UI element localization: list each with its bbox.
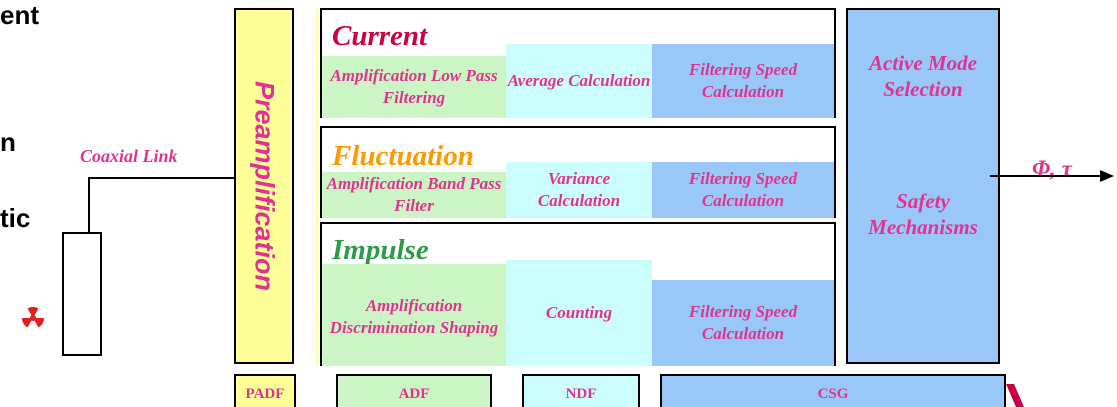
preamplification-label: Preamplification (249, 80, 280, 292)
impulse-amplification-cell: Amplification Discrimination Shaping (322, 264, 506, 366)
cutoff-text-1: ent (0, 0, 39, 30)
fluctuation-filtering-cell: Filtering Speed Calculation (652, 162, 834, 218)
fluctuation-stage: Fluctuation Amplification Band Pass Filt… (320, 126, 836, 218)
impulse-filtering-cell: Filtering Speed Calculation (652, 280, 834, 366)
radiation-icon (22, 307, 44, 328)
bottom-box-adf: ADF (336, 374, 492, 407)
coax-line-horizontal (88, 177, 234, 179)
current-title: Current (332, 20, 428, 52)
detector-box (62, 232, 102, 356)
fluctuation-title: Fluctuation (332, 140, 474, 172)
impulse-stage: Impulse Amplification Discrimination Sha… (320, 222, 836, 366)
preamp-connector (316, 8, 318, 364)
impulse-counting-cell: Counting (506, 260, 652, 366)
coaxial-link-label: Coaxial Link (80, 146, 178, 166)
coax-line-vertical (88, 177, 90, 233)
fluctuation-amplification-cell: Amplification Band Pass Filter (322, 172, 506, 218)
safety-mechanisms-label: Safety Mechanisms (868, 189, 978, 239)
bottom-box-padf: PADF (234, 374, 296, 407)
output-arrow-icon (990, 170, 1114, 182)
preamplification-block: Preamplification (234, 8, 294, 364)
fluctuation-variance-cell: Variance Calculation (506, 162, 652, 218)
current-filtering-cell: Filtering Speed Calculation (652, 44, 834, 118)
cutoff-text-3: tic (0, 203, 31, 233)
bottom-box-csg: CSG (660, 374, 1006, 407)
bottom-box-ndf: NDF (522, 374, 640, 407)
current-amplification-cell: Amplification Low Pass Filtering (322, 56, 506, 118)
active-mode-selection-label: Active Mode Selection (869, 51, 977, 101)
selection-safety-block: Active Mode Selection Safety Mechanisms (846, 8, 1000, 364)
corner-mark-icon (1006, 384, 1024, 407)
current-average-cell: Average Calculation (506, 44, 652, 118)
current-stage: Current Amplification Low Pass Filtering… (320, 8, 836, 118)
impulse-title: Impulse (332, 234, 429, 266)
cutoff-text-2: n (0, 127, 16, 157)
